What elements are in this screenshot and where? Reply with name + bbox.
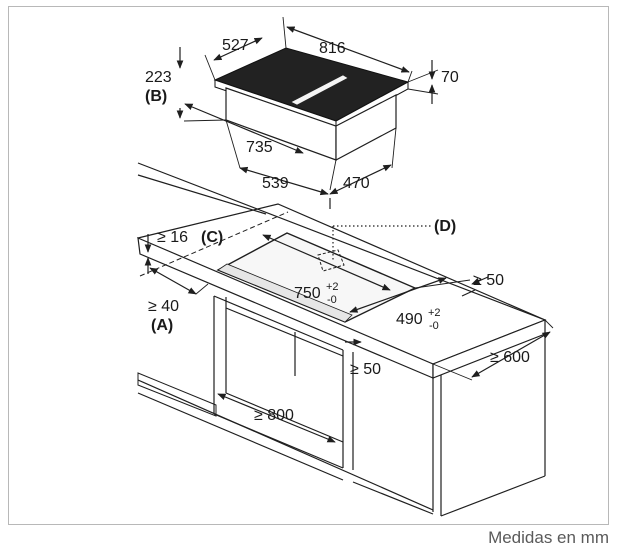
- dim-70: 70: [441, 69, 459, 86]
- label-B: (B): [145, 88, 167, 105]
- label-A: (A): [151, 317, 173, 334]
- units-caption: Medidas en mm: [488, 528, 609, 547]
- dim-800: ≥ 800: [254, 407, 294, 424]
- dim-490: 490: [396, 311, 423, 328]
- frame-border: [8, 6, 609, 525]
- dim-50-side: ≥ 50: [473, 272, 504, 289]
- dim-750-tol-plus: +2: [326, 281, 339, 293]
- dim-50-front: ≥ 50: [350, 361, 381, 378]
- installation-dimensions: [144, 225, 554, 443]
- dim-816: 816: [319, 40, 346, 57]
- dim-750-tol-minus: -0: [327, 294, 337, 306]
- dim-750: 750: [294, 285, 321, 302]
- cooktop-unit: [213, 47, 410, 161]
- dim-600: ≥ 600: [490, 349, 530, 366]
- hob-dimensions: [176, 16, 439, 209]
- dim-539: 539: [262, 175, 289, 192]
- dim-40: ≥ 40: [148, 298, 179, 315]
- dim-16: ≥ 16: [157, 229, 188, 246]
- dim-490-tol-minus: -0: [429, 320, 439, 332]
- dim-527: 527: [222, 37, 249, 54]
- dim-490-tol-plus: +2: [428, 307, 441, 319]
- dim-735: 735: [246, 139, 273, 156]
- label-D: (D): [434, 218, 456, 235]
- dim-223: 223: [145, 69, 172, 86]
- label-C: (C): [201, 229, 223, 246]
- dim-470: 470: [343, 175, 370, 192]
